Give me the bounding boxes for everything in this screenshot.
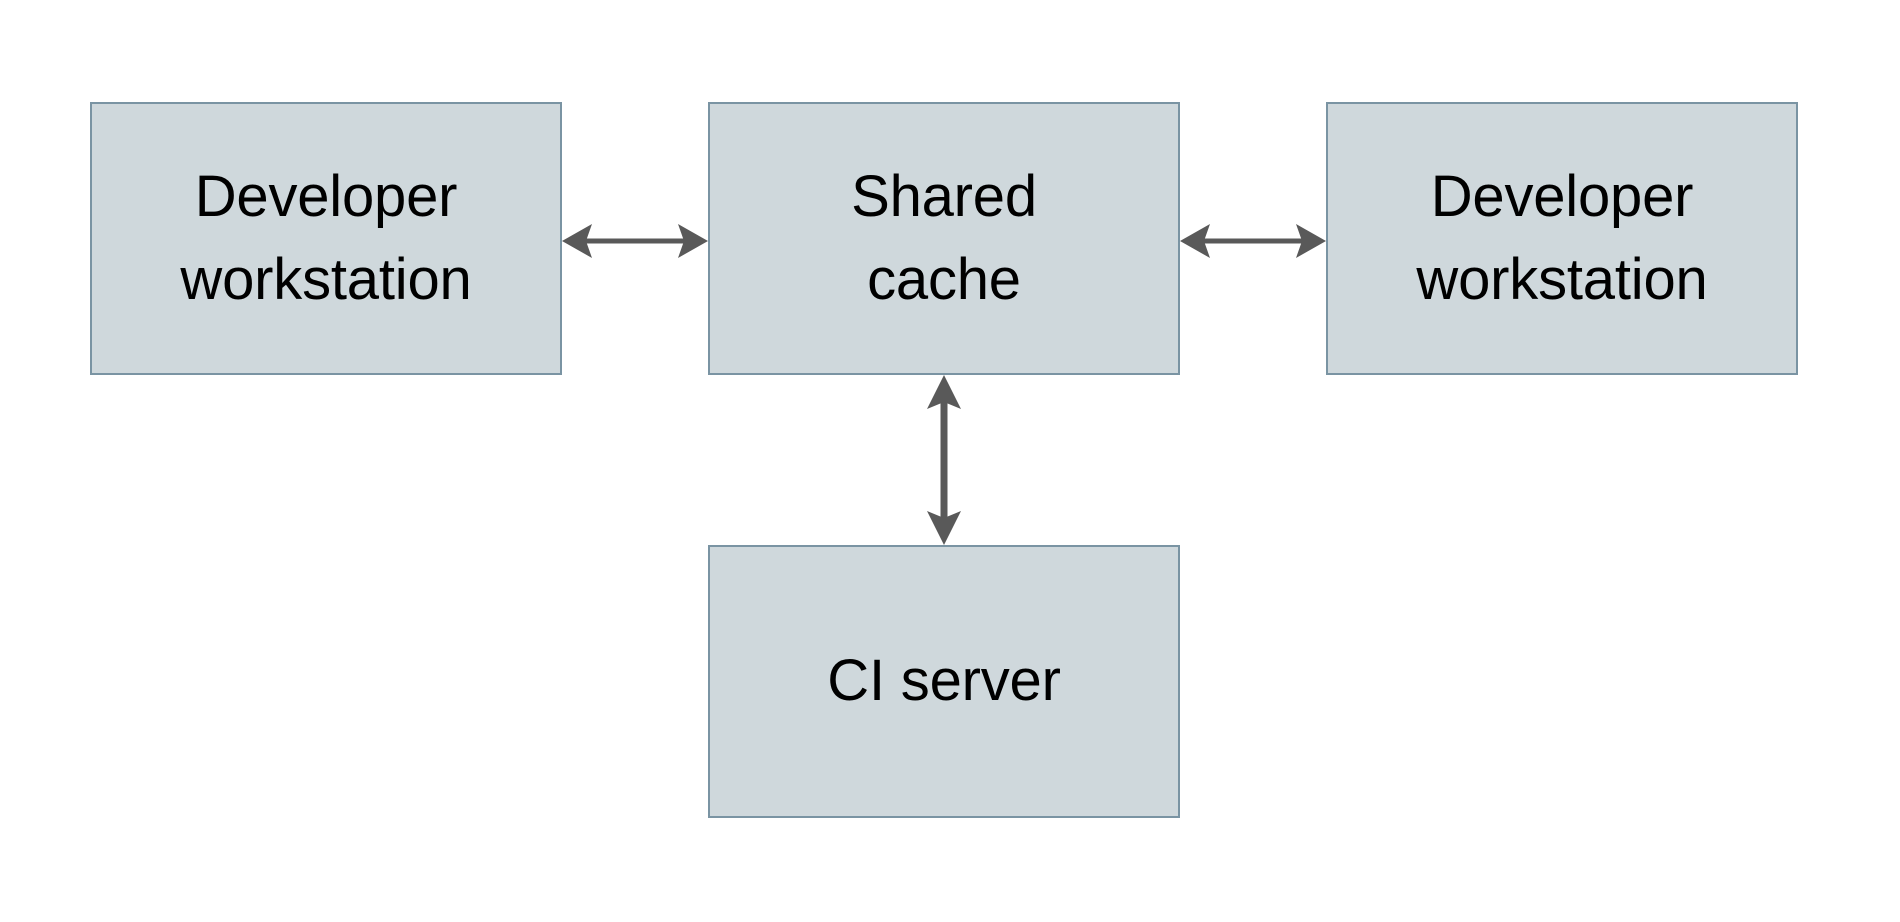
double-arrow-icon [1180, 224, 1326, 258]
node-shared-cache[interactable]: Shared cache [708, 102, 1180, 375]
node-dev-workstation-left[interactable]: Developer workstation [90, 102, 562, 375]
node-ci-server[interactable]: CI server [708, 545, 1180, 818]
node-dev-workstation-right[interactable]: Developer workstation [1326, 102, 1798, 375]
double-arrow-icon [562, 224, 708, 258]
edge-cache-right-workstation[interactable] [1180, 210, 1326, 272]
node-label: Developer workstation [1416, 163, 1708, 312]
double-arrow-icon [927, 375, 961, 545]
node-label: CI server [827, 648, 1061, 714]
edge-left-workstation-cache[interactable] [562, 210, 708, 272]
node-label: Shared cache [851, 163, 1037, 312]
node-label: Developer workstation [180, 163, 472, 312]
edge-cache-ci-server[interactable] [913, 375, 975, 545]
